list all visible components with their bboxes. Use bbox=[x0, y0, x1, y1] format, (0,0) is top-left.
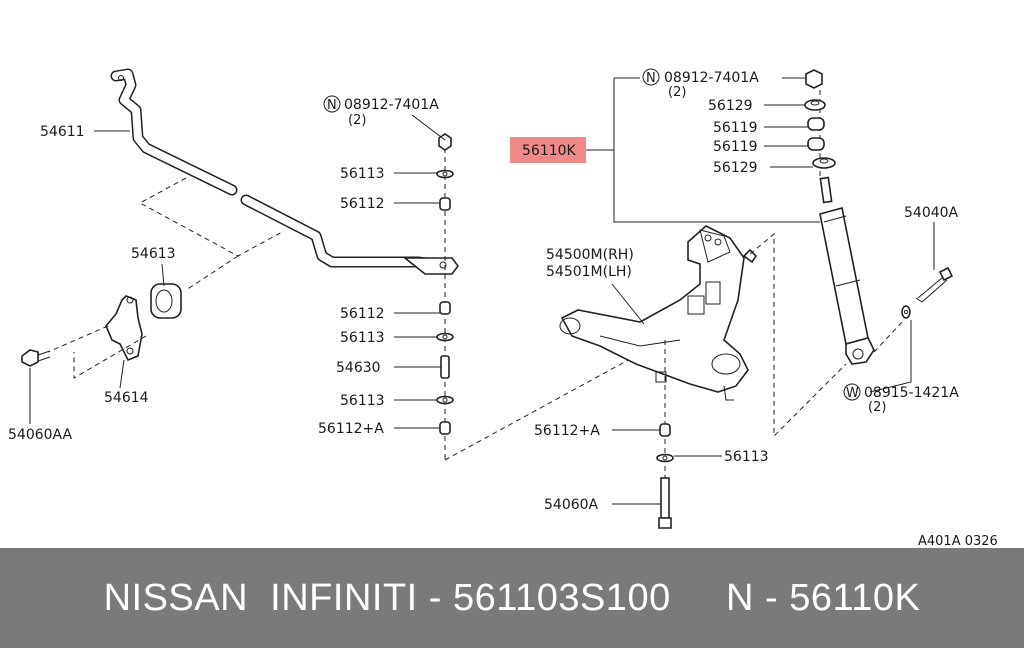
circled-n-left: N bbox=[323, 95, 341, 113]
label-bolt-right: 08915-1421A bbox=[864, 385, 959, 401]
circled-n-left-letter: N bbox=[327, 98, 337, 113]
label-bushing-a1: 56112 bbox=[340, 196, 385, 212]
label-shock: 54040A bbox=[904, 205, 959, 221]
label-mount-1: 56129 bbox=[708, 98, 753, 114]
bushing-54613 bbox=[150, 283, 182, 319]
lower-arm bbox=[559, 225, 758, 401]
label-washer-a2: 56113 bbox=[340, 330, 385, 346]
label-nut-right: 08912-7401A bbox=[664, 70, 759, 86]
stabilizer-guide bbox=[138, 177, 283, 291]
label-washer-a3: 56113 bbox=[340, 393, 385, 409]
label-arm-washer: 56113 bbox=[724, 449, 769, 465]
parts-diagram: 54611 54613 54614 54060AA N 08912-7401A … bbox=[8, 68, 998, 548]
circled-w-letter: W bbox=[846, 386, 859, 401]
bolt-54060AA bbox=[21, 349, 51, 367]
part-number-banner: NISSAN INFINITI - 561103S100 N - 56110K bbox=[0, 548, 1024, 648]
shock-bolt-guide bbox=[873, 319, 905, 353]
label-clamp-bolt: 54060AA bbox=[8, 427, 73, 443]
circled-w: W bbox=[843, 383, 861, 401]
clamp-54614 bbox=[105, 295, 143, 362]
label-nut-left-qty: (2) bbox=[348, 113, 366, 128]
label-washer-a1: 56113 bbox=[340, 166, 385, 182]
circled-n-right-letter: N bbox=[646, 71, 656, 86]
figure-code: A401A 0326 bbox=[918, 534, 998, 548]
label-clamp: 54614 bbox=[104, 390, 149, 406]
label-arm-bushing: 56112+A bbox=[534, 423, 600, 439]
stabilizer-bar bbox=[110, 68, 459, 275]
label-arm-rh: 54500M(RH) bbox=[546, 247, 634, 263]
shock-mount-parts bbox=[804, 69, 836, 169]
label-bolt-right-qty: (2) bbox=[868, 400, 886, 415]
label-bushing: 54613 bbox=[131, 246, 176, 262]
circled-n-right: N bbox=[642, 68, 660, 86]
label-arm-bolt: 54060A bbox=[544, 497, 599, 513]
arm-bolt-stack bbox=[656, 423, 674, 529]
part-number-text: NISSAN INFINITI - 561103S100 N - 56110K bbox=[103, 576, 921, 619]
label-shock-kit: 56110K bbox=[522, 143, 577, 159]
label-nut-left: 08912-7401A bbox=[344, 97, 439, 113]
label-stabilizer: 54611 bbox=[40, 124, 85, 140]
label-bushing-a3: 56112+A bbox=[318, 421, 384, 437]
leader-lines bbox=[29, 77, 935, 505]
clamp-guide bbox=[47, 325, 147, 379]
label-mount-3: 56119 bbox=[713, 139, 758, 155]
label-nut-right-qty: (2) bbox=[668, 85, 686, 100]
shock-absorber bbox=[819, 176, 875, 365]
label-arm-lh: 54501M(LH) bbox=[546, 264, 632, 280]
label-link-bolt: 54630 bbox=[336, 360, 381, 376]
label-mount-2: 56119 bbox=[713, 120, 758, 136]
shock-bolt-54040A bbox=[901, 266, 954, 319]
label-bushing-a2: 56112 bbox=[340, 306, 385, 322]
shock-kit-highlight bbox=[510, 137, 586, 163]
label-mount-4: 56129 bbox=[713, 160, 758, 176]
link-stack bbox=[436, 133, 454, 435]
